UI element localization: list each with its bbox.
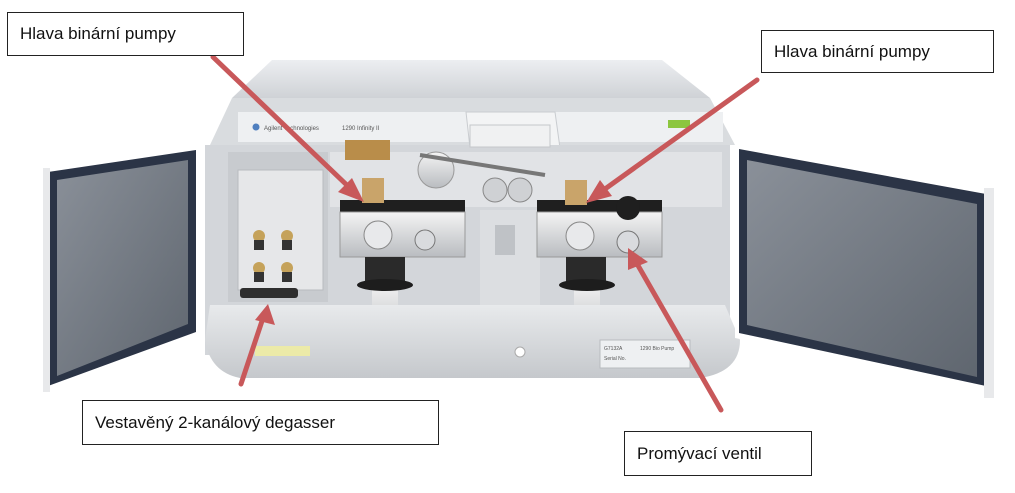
- arrows: [210, 54, 760, 413]
- pump-head-left: [339, 178, 466, 342]
- label-pump-head-left-text: Hlava binární pumpy: [20, 24, 176, 43]
- label-purge-valve-text: Promývací ventil: [637, 443, 762, 463]
- base-tray: G7132A 1290 Bio Pump Serial No.: [205, 305, 740, 378]
- name-plate: [599, 339, 691, 369]
- arrow-pump-head-left: [210, 54, 355, 193]
- arrowhead-pump-head-left: [338, 178, 364, 202]
- door-left: [43, 146, 200, 392]
- arrowhead-purge-valve: [628, 248, 648, 270]
- label-purge-valve: Promývací ventil: [624, 431, 812, 476]
- label-pump-head-right: Hlava binární pumpy: [761, 30, 994, 73]
- degasser-handle: [240, 288, 298, 298]
- label-degasser-text: Vestavěný 2-kanálový degasser: [95, 412, 336, 432]
- status-led: [668, 120, 690, 128]
- label-pump-head-right-text: Hlava binární pumpy: [774, 41, 930, 61]
- plate-part: G7132A: [604, 346, 623, 352]
- degasser-fittings: [253, 230, 293, 282]
- agilent-logo-icon: [252, 123, 260, 131]
- pump-head-right: [536, 180, 663, 342]
- label-degasser: Vestavěný 2-kanálový degasser: [82, 400, 439, 445]
- arrow-pump-head-right: [595, 77, 760, 197]
- label-pump-head-left: Hlava binární pumpy: [7, 12, 244, 56]
- arrowhead-pump-head-right: [586, 180, 612, 203]
- arrow-purge-valve: [633, 259, 724, 413]
- door-right: [735, 145, 994, 398]
- plate-serial-label: Serial No.: [604, 356, 626, 362]
- arrow-degasser: [238, 315, 266, 387]
- arrowhead-degasser: [255, 304, 275, 325]
- plate-model: 1290 Bio Pump: [640, 346, 674, 352]
- model-text: 1290 Infinity II: [342, 126, 380, 132]
